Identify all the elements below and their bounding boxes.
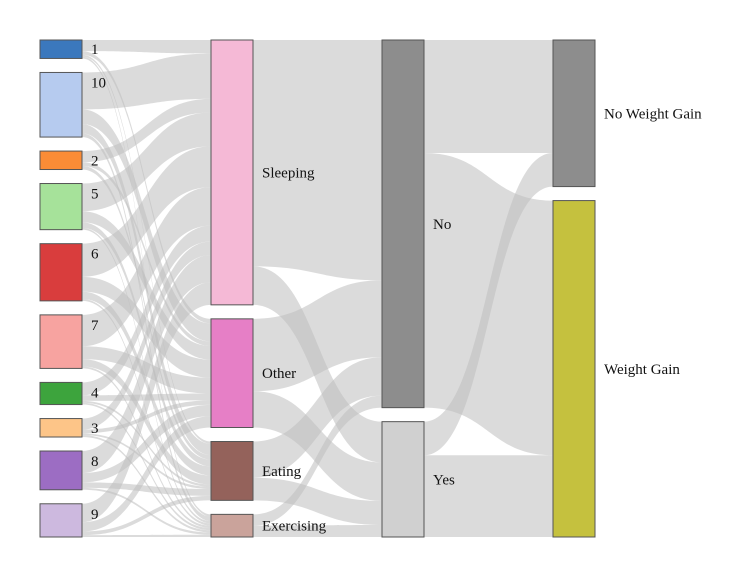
node-2-label: 2: [91, 153, 99, 169]
link-8-to-exercising: [82, 487, 211, 535]
node-yes-bar: [381, 421, 425, 538]
node-sleeping-label: Sleeping: [262, 165, 315, 181]
link-7-to-sleeping: [82, 187, 211, 347]
link-other-to-no: [253, 280, 382, 392]
link-1-to-other: [82, 51, 211, 324]
link-3-to-eating: [82, 433, 211, 490]
node-8-label: 8: [91, 454, 99, 470]
node-4: 4: [39, 381, 99, 406]
node-7: 7: [39, 314, 99, 369]
node-5-label: 5: [91, 187, 99, 203]
node-eating-bar: [210, 441, 254, 501]
link-5-to-eating: [82, 222, 211, 467]
node-3-bar: [39, 418, 83, 438]
node-nwg-bar: [552, 39, 596, 188]
link-3-to-exercising: [82, 435, 211, 533]
node-yes: Yes: [381, 421, 455, 538]
node-3-label: 3: [91, 421, 99, 437]
link-7-to-eating: [82, 359, 211, 485]
node-other: Other: [210, 318, 296, 429]
node-4-bar: [39, 381, 83, 406]
node-2-bar: [39, 150, 83, 171]
node-8-bar: [39, 450, 83, 491]
node-no-label: No: [433, 217, 451, 233]
node-3: 3: [39, 418, 99, 438]
node-nwg-label: No Weight Gain: [604, 106, 702, 122]
node-wg-label: Weight Gain: [604, 362, 680, 378]
link-yes-to-wg: [424, 455, 553, 537]
link-10-to-sleeping: [82, 53, 211, 110]
node-no: No: [381, 39, 451, 409]
link-eating-to-yes: [253, 477, 382, 525]
node-7-label: 7: [91, 318, 99, 334]
link-2-to-sleeping: [82, 98, 211, 163]
node-no-bar: [381, 39, 425, 409]
node-exercising: Exercising: [210, 513, 327, 538]
link-6-to-eating: [82, 291, 211, 476]
node-wg-bar: [552, 200, 596, 538]
node-10-bar: [39, 71, 83, 138]
node-sleeping: Sleeping: [210, 39, 315, 306]
link-4-to-exercising: [82, 402, 211, 531]
node-5: 5: [39, 183, 99, 231]
node-other-bar: [210, 318, 254, 429]
node-exercising-bar: [210, 513, 254, 538]
link-8-to-other: [82, 404, 211, 483]
link-9-to-other: [82, 416, 211, 532]
node-10: 10: [39, 71, 106, 138]
node-wg: Weight Gain: [552, 200, 680, 538]
link-5-to-sleeping: [82, 112, 211, 212]
sankey-links: [82, 40, 553, 537]
node-exercising-label: Exercising: [262, 519, 327, 535]
link-3-to-other: [82, 400, 211, 434]
link-other-to-yes: [253, 391, 382, 501]
link-no-to-nwg: [424, 40, 553, 153]
node-yes-label: Yes: [433, 472, 455, 488]
link-1-to-sleeping: [82, 40, 211, 54]
link-1-to-eating: [82, 54, 211, 444]
node-other-label: Other: [262, 366, 296, 382]
link-eating-to-no: [253, 357, 382, 478]
link-sleeping-to-no: [253, 40, 382, 281]
link-yes-to-nwg: [424, 152, 553, 456]
node-10-label: 10: [91, 75, 106, 91]
node-6-label: 6: [91, 247, 99, 263]
node-nwg: No Weight Gain: [552, 39, 702, 188]
node-6: 6: [39, 243, 99, 302]
node-4-label: 4: [91, 385, 99, 401]
node-1: 1: [39, 39, 99, 59]
link-9-to-sleeping: [82, 282, 211, 523]
sankey-nodes: 1 2 3 4 5 6 7 8 9 10SleepingOtherEatingExercising…: [39, 39, 702, 538]
link-8-to-sleeping: [82, 255, 211, 474]
node-eating-label: Eating: [262, 464, 302, 480]
node-1-bar: [39, 39, 83, 59]
link-4-to-sleeping: [82, 225, 211, 396]
link-exercising-to-yes: [253, 524, 382, 537]
link-exercising-to-no: [253, 395, 382, 526]
link-6-to-other: [82, 276, 211, 378]
link-6-to-sleeping: [82, 146, 211, 277]
link-3-to-sleeping: [82, 241, 211, 430]
link-9-to-exercising: [82, 534, 211, 537]
node-6-bar: [39, 243, 83, 302]
node-9: 9: [39, 503, 99, 538]
node-1-label: 1: [91, 42, 99, 58]
node-9-bar: [39, 503, 83, 538]
node-sleeping-bar: [210, 39, 254, 306]
node-5-bar: [39, 183, 83, 231]
node-9-label: 9: [91, 507, 99, 523]
node-2: 2: [39, 150, 99, 171]
node-8: 8: [39, 450, 99, 491]
link-9-to-eating: [82, 495, 211, 536]
node-eating: Eating: [210, 441, 302, 501]
node-7-bar: [39, 314, 83, 369]
